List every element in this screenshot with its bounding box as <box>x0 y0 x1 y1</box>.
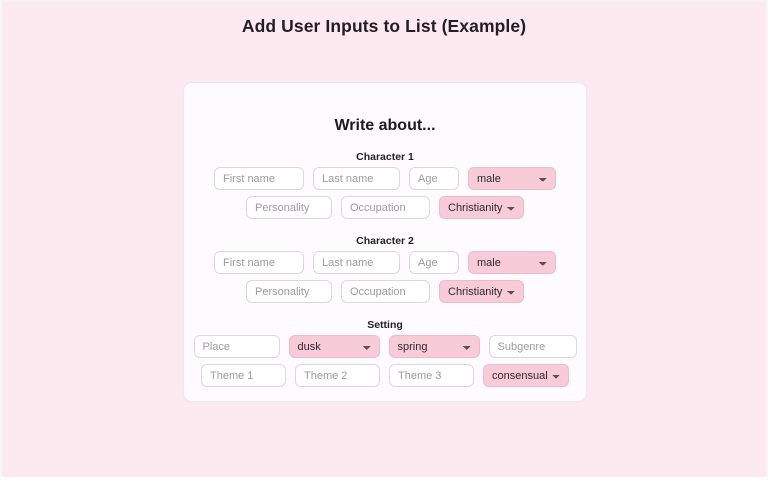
field-row: consensual <box>184 364 586 387</box>
form-card: Write about... Character 1maleChristiani… <box>183 82 587 402</box>
age-input[interactable] <box>409 251 459 274</box>
occupation-input[interactable] <box>341 280 430 303</box>
last-name-input[interactable] <box>313 167 400 190</box>
section-label: Character 2 <box>356 235 414 247</box>
personality-input[interactable] <box>246 196 332 219</box>
last-name-input[interactable] <box>313 251 400 274</box>
theme-2-input[interactable] <box>295 364 380 387</box>
age-input[interactable] <box>409 167 459 190</box>
first-name-input[interactable] <box>214 251 304 274</box>
gender-select[interactable]: male <box>468 167 556 190</box>
form-heading: Write about... <box>334 117 436 134</box>
theme-3-input[interactable] <box>389 364 474 387</box>
page-title: Add User Inputs to List (Example) <box>241 16 527 36</box>
religion-select[interactable]: Christianity <box>439 280 524 303</box>
field-row: Christianity <box>184 196 586 219</box>
field-row: dusk spring <box>184 335 586 358</box>
theme-1-input[interactable] <box>201 364 286 387</box>
first-name-input[interactable] <box>214 167 304 190</box>
field-row: Christianity <box>184 280 586 303</box>
personality-input[interactable] <box>246 280 332 303</box>
place-input[interactable] <box>193 335 280 358</box>
consent-select[interactable]: consensual <box>483 364 569 387</box>
field-row: male <box>184 167 586 190</box>
occupation-input[interactable] <box>341 196 430 219</box>
subgenre-input[interactable] <box>488 335 577 358</box>
gender-select[interactable]: male <box>468 251 556 274</box>
section-label: Character 1 <box>356 151 414 163</box>
field-row: male <box>184 251 586 274</box>
section-label: Setting <box>367 319 403 331</box>
form-sections: Character 1maleChristianityCharacter 2ma… <box>184 151 586 387</box>
season-select[interactable]: spring <box>388 335 480 358</box>
time-of-day-select[interactable]: dusk <box>288 335 380 358</box>
religion-select[interactable]: Christianity <box>439 196 524 219</box>
